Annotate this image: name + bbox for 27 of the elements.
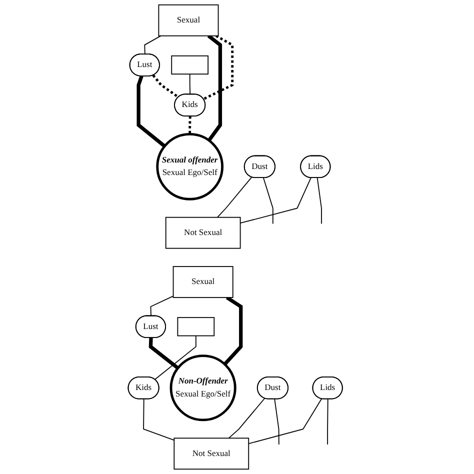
connector — [202, 34, 234, 100]
connector — [274, 398, 280, 445]
connector — [248, 398, 322, 444]
connector — [240, 177, 312, 224]
connector — [228, 398, 266, 439]
node-circle: Sexual offender Sexual Ego/Self — [156, 133, 224, 200]
connector — [223, 296, 243, 366]
connector — [263, 177, 274, 224]
node-box: Sexual — [172, 266, 234, 298]
node-box — [171, 55, 208, 75]
node-box: Not Sexual — [165, 216, 241, 249]
connector — [150, 296, 174, 316]
connector — [148, 338, 179, 370]
connector — [152, 74, 180, 98]
node-circle: Non-Offender Sexual Ego/Self — [170, 354, 236, 422]
node-box — [177, 317, 215, 336]
connector — [188, 116, 192, 134]
connector — [154, 335, 196, 380]
connector — [189, 74, 191, 95]
connector — [144, 35, 162, 55]
connector — [207, 34, 222, 142]
connector — [216, 176, 252, 218]
connector — [316, 177, 322, 224]
connector — [327, 398, 328, 445]
node-box: Not Sexual — [174, 438, 250, 470]
connector — [136, 76, 166, 148]
node-box: Sexual — [158, 4, 219, 36]
